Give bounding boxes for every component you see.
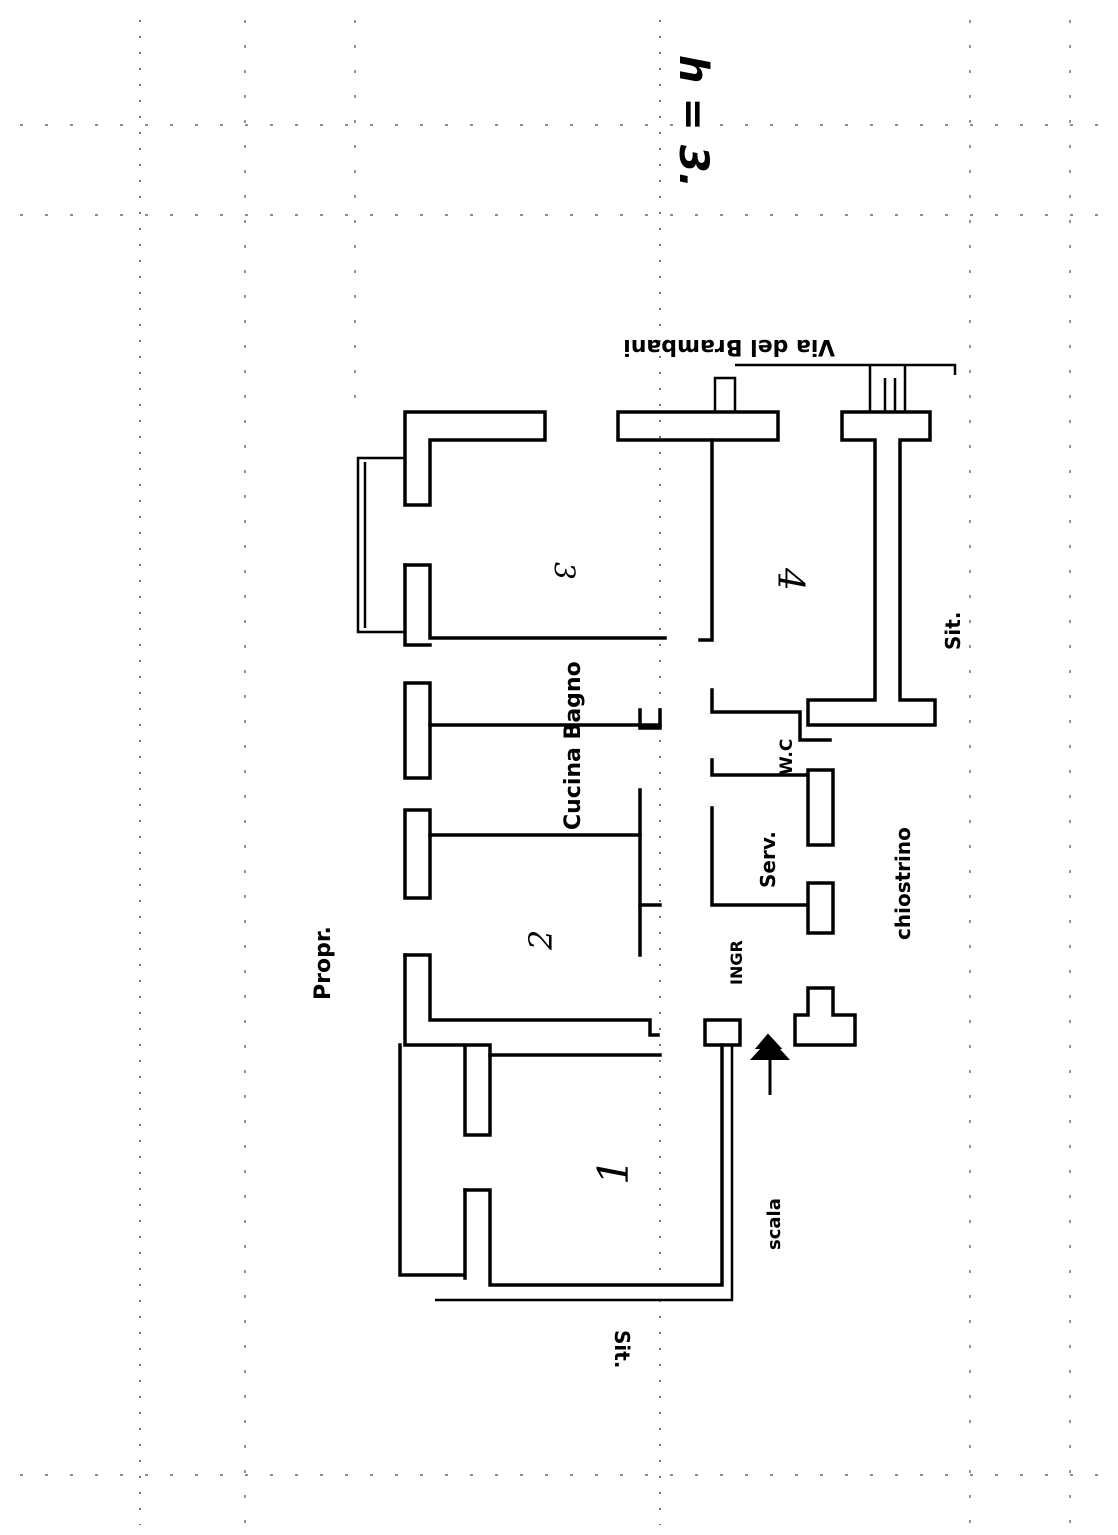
wc-label: W.C xyxy=(777,739,797,775)
entrance-arrow-icon xyxy=(750,1033,790,1095)
street-label: Via del Brambani xyxy=(623,334,835,359)
scale-label: h = 3. xyxy=(670,55,716,188)
neighbor-label: Propr. xyxy=(311,926,336,1000)
sit-label-top: Sit. xyxy=(941,612,965,650)
room-2-walls xyxy=(403,953,857,1047)
room-1-walls xyxy=(398,1043,734,1302)
room-4-walls xyxy=(698,363,957,742)
room-3-walls xyxy=(356,410,780,647)
service-walls xyxy=(710,758,835,935)
kitchen-walls xyxy=(403,681,662,957)
room-3-label: 3 xyxy=(548,562,581,580)
kitchen-bath-label: Cucina Bagno xyxy=(561,661,586,830)
sit-label-bottom: Sit. xyxy=(610,1330,634,1368)
cloister-label: chiostrino xyxy=(891,827,915,940)
grid-lines xyxy=(20,20,1100,1525)
service-label: Serv. xyxy=(756,831,780,888)
room-2-label: 2 xyxy=(522,930,560,951)
stairs-label: scala xyxy=(764,1198,785,1250)
entrance-label: INGR xyxy=(727,940,746,985)
room-4-label: 4 xyxy=(769,567,810,591)
room-1-label: 1 xyxy=(589,1158,638,1185)
